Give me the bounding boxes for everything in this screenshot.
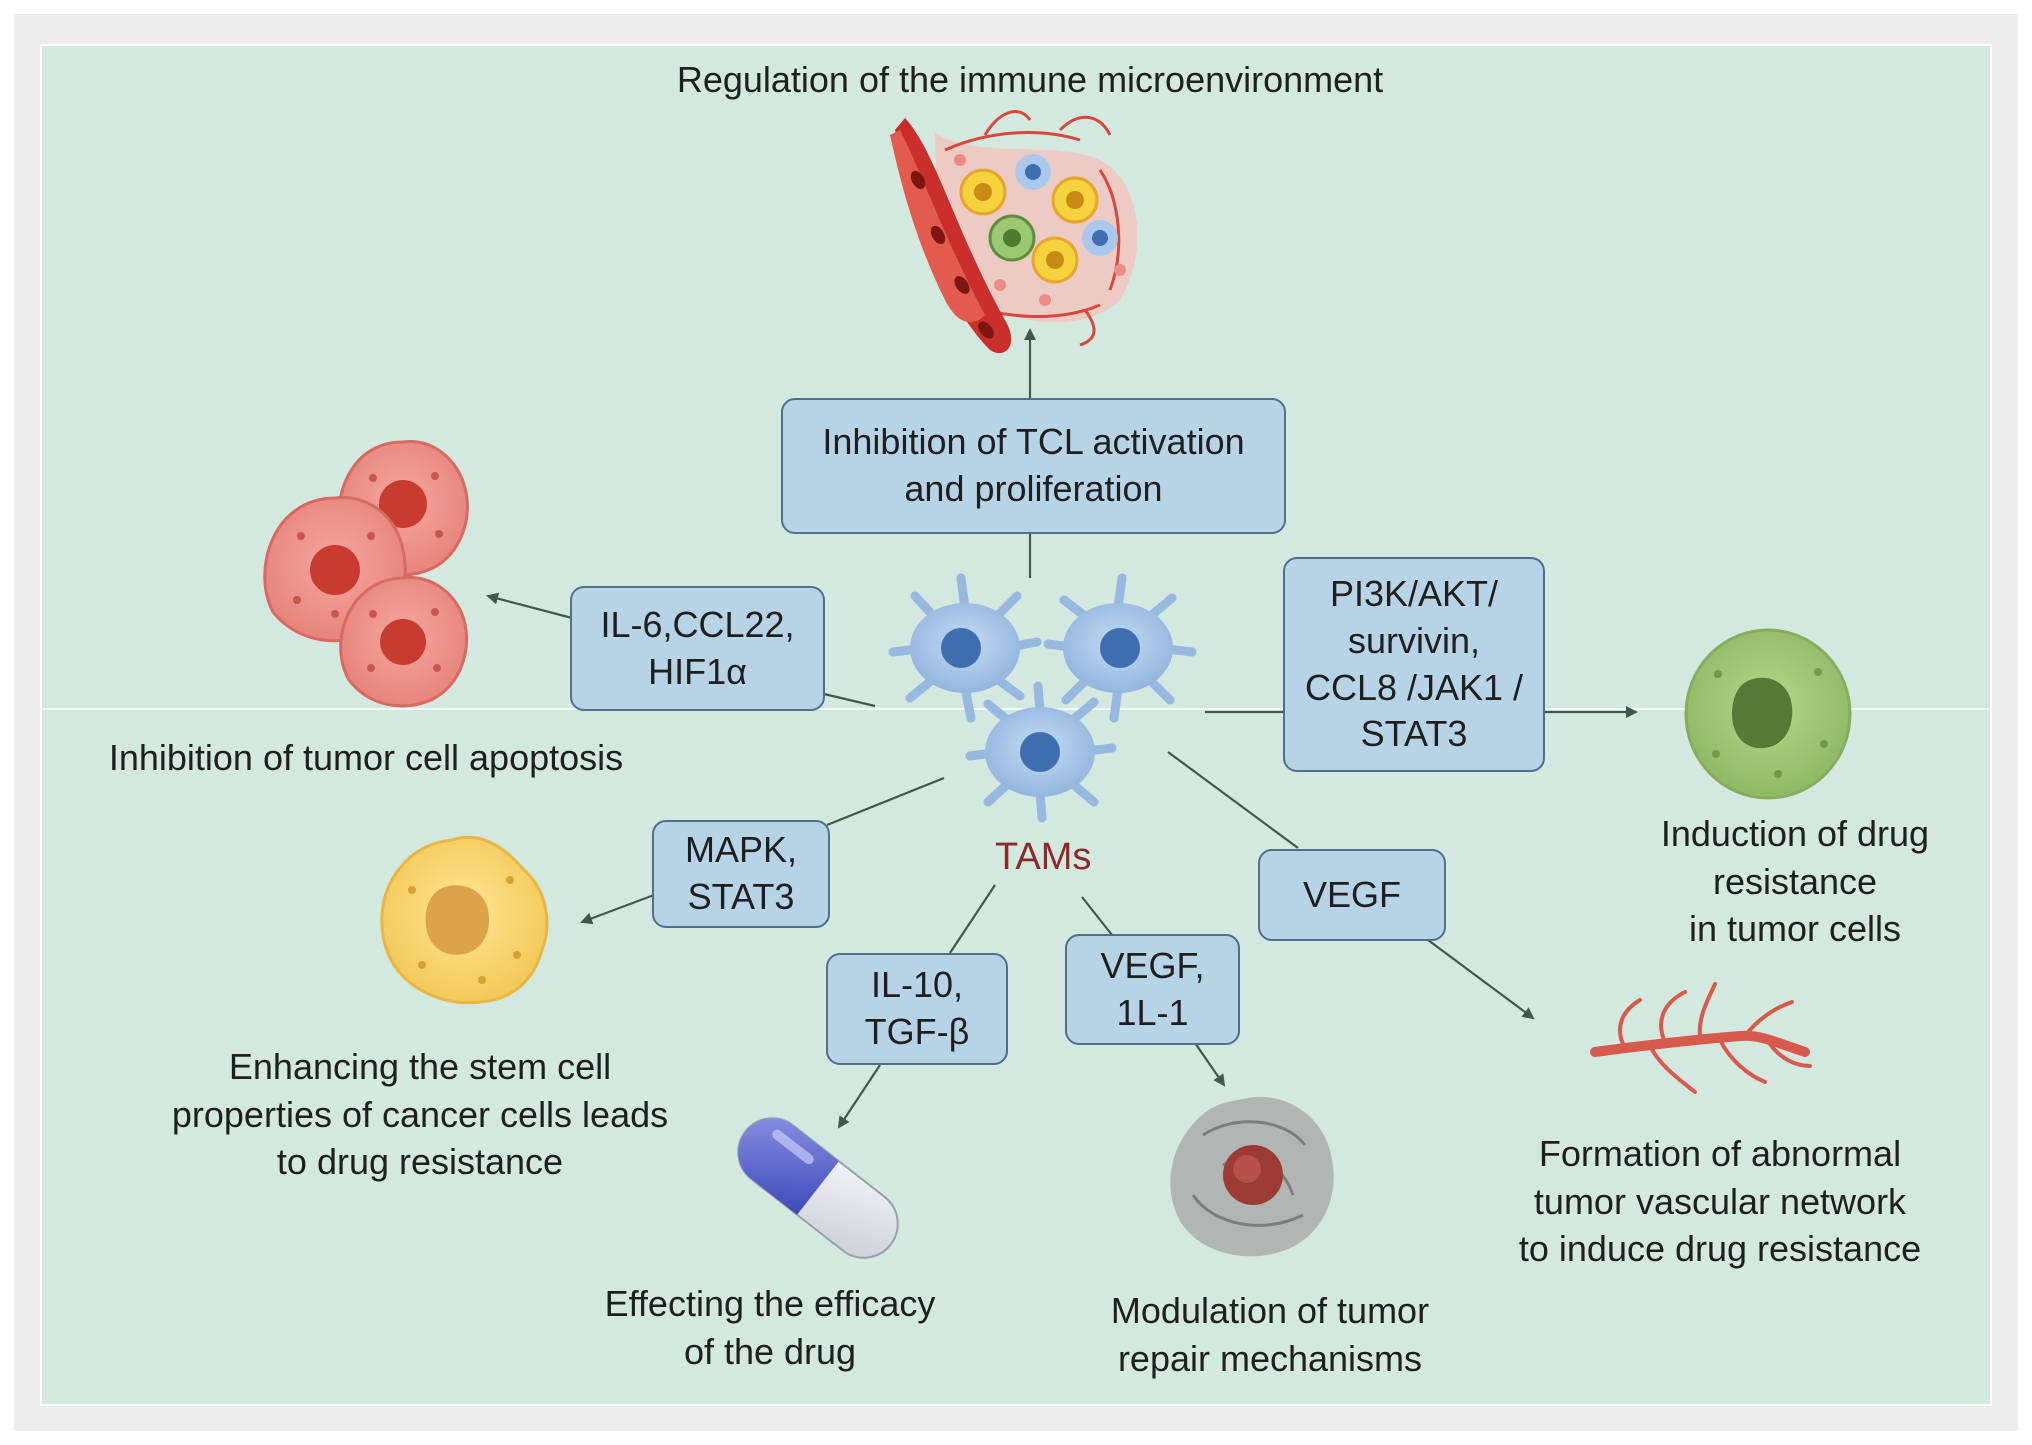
cancer-stem-cell-illustration — [380, 835, 549, 1005]
divider-line — [40, 708, 1992, 710]
tumor-repair-cell-illustration — [1170, 1096, 1334, 1257]
tumor-cells-illustration — [263, 440, 469, 708]
outcome-tumor-repair-label: Modulation of tumor repair mechanisms — [1110, 1290, 1430, 1379]
immune-microenvironment-illustration — [890, 110, 1138, 354]
outcome-apoptosis-label: Inhibition of tumor cell apoptosis — [108, 737, 624, 778]
box-vegf: VEGF — [1258, 849, 1446, 941]
box-mapk-stat3: MAPK, STAT3 — [652, 820, 830, 928]
box-il6-ccl22-hif1a: IL-6,CCL22, HIF1α — [570, 586, 825, 711]
box-il10-tgfb: IL-10, TGF-β — [826, 953, 1008, 1065]
box-pi3k-akt-survivin: PI3K/AKT/ survivin, CCL8 /JAK1 / STAT3 — [1283, 557, 1545, 772]
outcome-drug-efficacy-label: Effecting the efficacy of the drug — [604, 1283, 936, 1372]
box-vegf-il1: VEGF, 1L-1 — [1065, 934, 1240, 1045]
outcome-stem-cell-label: Enhancing the stem cell properties of ca… — [171, 1046, 669, 1183]
outcome-vascular-network-label: Formation of abnormal tumor vascular net… — [1518, 1133, 1922, 1270]
tam-macrophage-cells — [888, 573, 1197, 823]
connector-lines — [486, 328, 1638, 1129]
drug-capsule-illustration — [737, 1117, 899, 1259]
tams-label: TAMs — [995, 836, 1092, 878]
drug-resistant-cell-illustration — [1684, 628, 1852, 800]
abnormal-blood-vessel-illustration — [1590, 982, 1812, 1094]
outcome-drug-resistance-label: Induction of drug resistance in tumor ce… — [1660, 813, 1930, 950]
box-tcl-inhibition: Inhibition of TCL activation and prolife… — [781, 398, 1286, 534]
diagram-title: Regulation of the immune microenvironmen… — [676, 59, 1384, 100]
